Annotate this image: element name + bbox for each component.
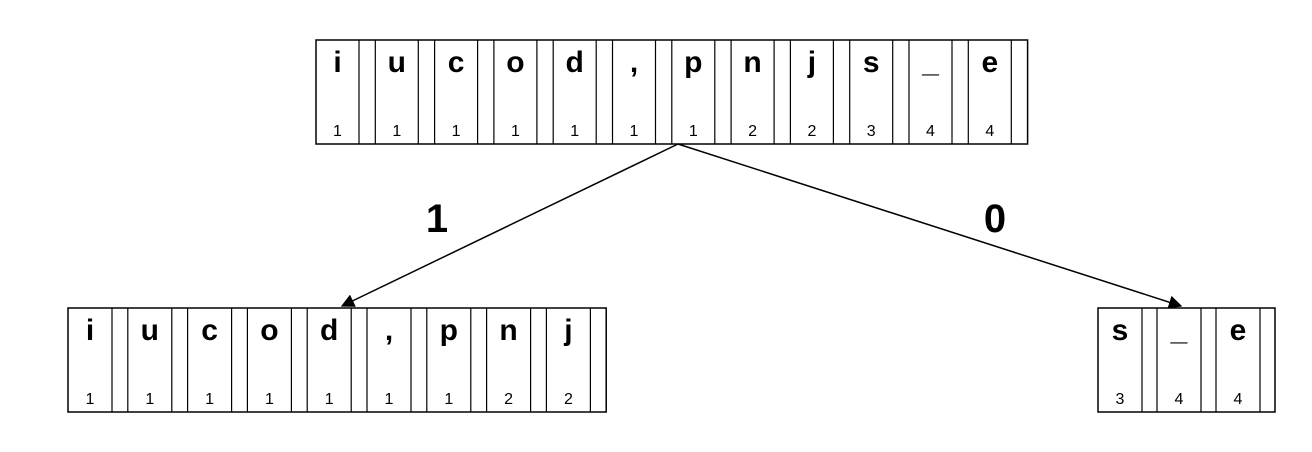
cell-frequency: 4 (1234, 391, 1243, 408)
cell-char: c (201, 314, 218, 347)
cell-frequency: 1 (205, 391, 214, 408)
edge-to-right-child (677, 143, 1183, 309)
left-child-array: i 1 u 1 c 1 o 1 d 1, 1 p 1 n 2 j 2 (67, 307, 607, 413)
cell-char: d (320, 314, 338, 347)
cell-frequency: 2 (564, 391, 573, 408)
cell-frequency: 4 (1175, 391, 1184, 408)
cell-char: u (141, 314, 159, 347)
cell-char: j (563, 314, 572, 347)
cell-frequency: 1 (385, 391, 394, 408)
cell-char: i (333, 46, 341, 79)
cell-char: n (499, 314, 517, 347)
cell-char: p (684, 46, 702, 79)
cell-frequency: 4 (926, 123, 935, 140)
cell-frequency: 4 (985, 123, 994, 140)
edge-to-left-child (340, 143, 679, 307)
cell-frequency: 1 (630, 123, 639, 140)
cell-char: o (506, 46, 524, 79)
cell-char: d (566, 46, 584, 79)
edge-label-left: 1 (426, 197, 448, 241)
cell-frequency: 2 (748, 123, 757, 140)
cell-char: , (630, 46, 638, 79)
cell-char: p (440, 314, 458, 347)
right-child-array-border (1097, 307, 1276, 413)
cell-frequency: 1 (145, 391, 154, 408)
cell-frequency: 1 (689, 123, 698, 140)
root-node-array: i 1 u 1 c 1 o 1 d 1, 1 p 1 n 2 j 2 s 3 _ 4 e 4 (315, 39, 1029, 145)
cell-frequency: 1 (570, 123, 579, 140)
left-child-array-border (67, 307, 607, 413)
cell-char: o (260, 314, 278, 347)
cell-char: e (1230, 314, 1247, 347)
cell-char: s (1112, 314, 1129, 347)
cell-char: _ (1170, 314, 1188, 347)
cell-frequency: 3 (867, 123, 876, 140)
cell-char: n (743, 46, 761, 79)
cell-frequency: 1 (265, 391, 274, 408)
cell-frequency: 1 (444, 391, 453, 408)
cell-frequency: 1 (452, 123, 461, 140)
cell-char: j (807, 46, 816, 79)
cell-frequency: 1 (511, 123, 520, 140)
cell-frequency: 2 (807, 123, 816, 140)
edge-label-right: 0 (984, 197, 1006, 241)
cell-char: s (863, 46, 880, 79)
cell-frequency: 1 (86, 391, 95, 408)
cell-char: u (388, 46, 406, 79)
cell-char: i (86, 314, 94, 347)
cell-char: _ (921, 46, 939, 79)
cell-frequency: 3 (1116, 391, 1125, 408)
cell-char: e (981, 46, 998, 79)
right-child-array: s 3 _ 4 e 4 (1097, 307, 1276, 413)
cell-frequency: 1 (333, 123, 342, 140)
cell-frequency: 1 (392, 123, 401, 140)
cell-char: c (448, 46, 465, 79)
cell-frequency: 2 (504, 391, 513, 408)
cell-frequency: 1 (325, 391, 334, 408)
cell-char: , (385, 314, 393, 347)
